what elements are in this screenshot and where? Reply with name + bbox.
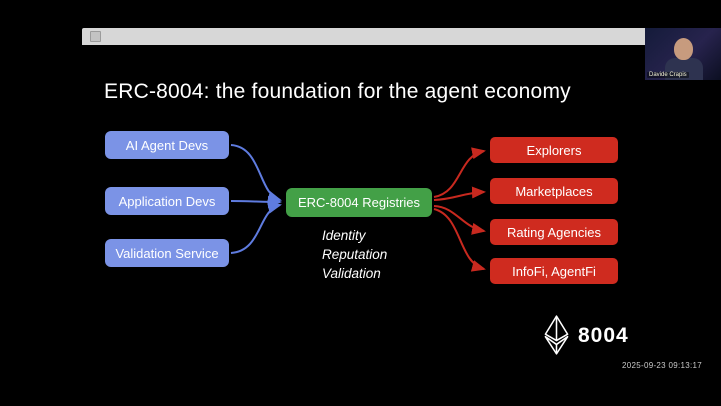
note-reputation: Reputation: [322, 247, 388, 262]
registry-notes: Identity Reputation Validation: [322, 226, 387, 283]
browser-titlebar: [82, 28, 713, 45]
note-validation: Validation: [322, 266, 381, 281]
webcam-thumbnail[interactable]: Davide Crapis: [645, 28, 721, 80]
node-marketplaces: Marketplaces: [490, 178, 618, 204]
participant-name-label: Davide Crapis: [647, 72, 689, 78]
node-explorers: Explorers: [490, 137, 618, 163]
node-application-devs: Application Devs: [105, 187, 229, 215]
node-validation-service: Validation Service: [105, 239, 229, 267]
node-erc8004-registries: ERC-8004 Registries: [286, 188, 432, 217]
recording-timestamp: 2025-09-23 09:13:17: [622, 361, 702, 370]
participant-face: [674, 38, 693, 60]
logo-8004-text: 8004: [578, 324, 629, 347]
node-rating-agencies: Rating Agencies: [490, 219, 618, 245]
slide-title: ERC-8004: the foundation for the agent e…: [104, 80, 571, 103]
node-infofi-agentfi: InfoFi, AgentFi: [490, 258, 618, 284]
window-icon: [90, 31, 101, 42]
ethereum-logo-icon: [544, 315, 569, 355]
participant-body-silhouette: [665, 58, 703, 80]
node-ai-agent-devs: AI Agent Devs: [105, 131, 229, 159]
note-identity: Identity: [322, 228, 366, 243]
